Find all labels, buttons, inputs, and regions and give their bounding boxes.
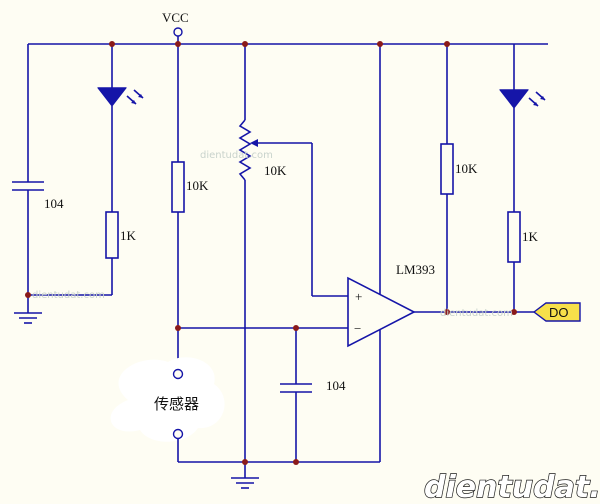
watermark-right: dientudat.com bbox=[440, 308, 513, 319]
plus-input-sign: + bbox=[355, 289, 362, 304]
potentiometer bbox=[238, 44, 348, 462]
right-resistor-10k bbox=[440, 44, 454, 312]
minus-input-sign: − bbox=[354, 321, 361, 336]
comparator-lm393 bbox=[347, 44, 534, 462]
left-capacitor-label: 104 bbox=[44, 196, 64, 211]
left-resistor-1k bbox=[28, 211, 119, 296]
sensor-terminal-top bbox=[172, 368, 184, 380]
mid-resistor-label: 10K bbox=[186, 178, 209, 193]
junctions bbox=[25, 41, 517, 465]
right-led bbox=[498, 44, 546, 212]
right-resistor-label: 10K bbox=[455, 161, 478, 176]
sensor-label: 传感器 bbox=[154, 395, 199, 413]
output-tag-do bbox=[532, 302, 581, 322]
sensor-terminal-bottom bbox=[172, 428, 184, 440]
watermark-center: dientudat.com bbox=[200, 150, 273, 161]
vcc-terminal bbox=[173, 27, 183, 37]
right-resistor-label: 1K bbox=[522, 229, 539, 244]
bottom-capacitor bbox=[280, 328, 312, 462]
left-resistor-label: 1K bbox=[120, 228, 137, 243]
vcc-rail bbox=[28, 27, 548, 45]
watermark-left: dientudat.com bbox=[32, 290, 105, 301]
mid-resistor-10k bbox=[171, 44, 185, 370]
ground-rail bbox=[178, 461, 380, 489]
opamp-label: LM393 bbox=[396, 262, 435, 277]
sensor-module bbox=[110, 357, 225, 462]
left-led bbox=[96, 44, 144, 212]
bottom-capacitor-label: 104 bbox=[326, 378, 346, 393]
right-resistor-1k bbox=[507, 211, 521, 312]
output-label: DO bbox=[549, 305, 569, 320]
left-capacitor bbox=[12, 44, 44, 295]
vcc-label: VCC bbox=[162, 10, 189, 25]
site-branding: dientudat.com bbox=[424, 470, 600, 504]
potentiometer-label: 10K bbox=[264, 163, 287, 178]
